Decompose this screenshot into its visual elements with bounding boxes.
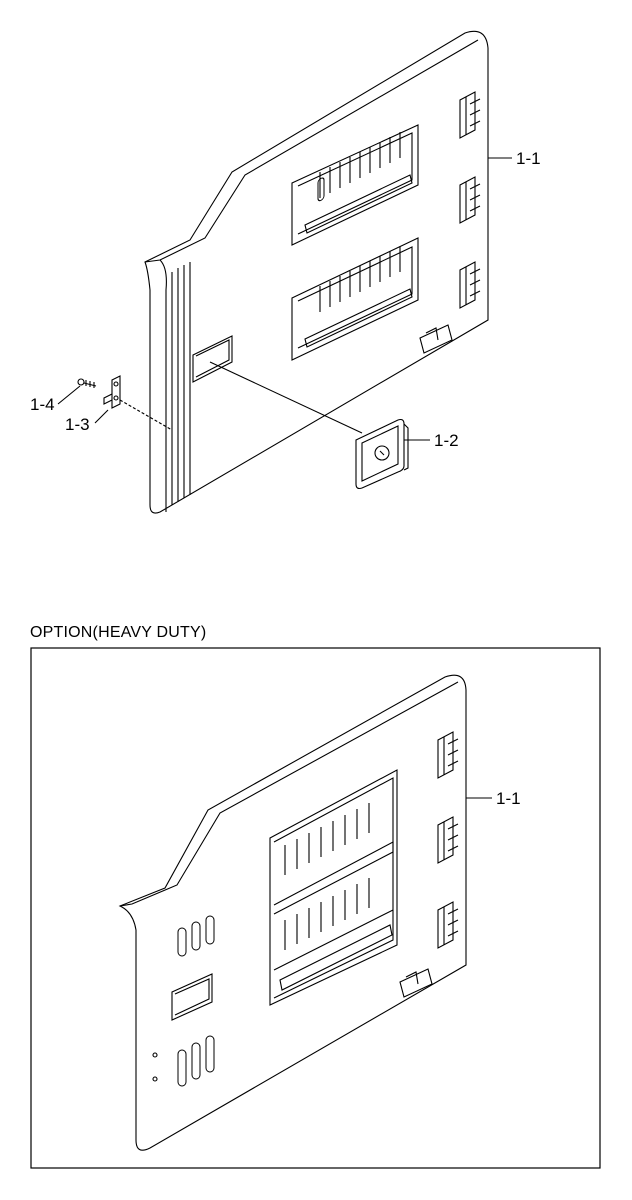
option-frame bbox=[30, 647, 601, 1169]
hinge-bottom-hd bbox=[437, 901, 459, 949]
handle-part bbox=[355, 418, 409, 490]
louvers-upper-left bbox=[177, 915, 215, 957]
bracket-part bbox=[103, 375, 121, 409]
handle-recess bbox=[192, 335, 233, 383]
screw-part bbox=[77, 378, 97, 388]
option-title: OPTION(HEAVY DUTY) bbox=[30, 624, 207, 641]
label-door: 1-1 bbox=[516, 149, 541, 168]
hinge-top bbox=[459, 91, 481, 139]
label-screw: 1-4 bbox=[30, 395, 55, 414]
label-handle: 1-2 bbox=[434, 431, 459, 450]
louvers-lower-left bbox=[177, 1035, 215, 1087]
panel-bracket bbox=[419, 324, 453, 354]
vent-window-upper bbox=[291, 124, 419, 246]
hinge-middle bbox=[459, 176, 481, 224]
label-bracket: 1-3 bbox=[65, 415, 90, 434]
vent-window-large bbox=[269, 769, 398, 1006]
hinge-top-hd bbox=[437, 731, 459, 779]
hinge-bottom bbox=[459, 261, 481, 309]
label-door-hd: 1-1 bbox=[496, 789, 521, 808]
handle-recess-hd bbox=[171, 973, 213, 1021]
hinge-middle-hd bbox=[437, 816, 459, 864]
panel-bracket-hd bbox=[399, 968, 433, 998]
door-panel-heavy-duty bbox=[118, 674, 467, 1151]
vent-window-lower bbox=[291, 237, 419, 361]
door-panel-standard bbox=[144, 30, 489, 514]
